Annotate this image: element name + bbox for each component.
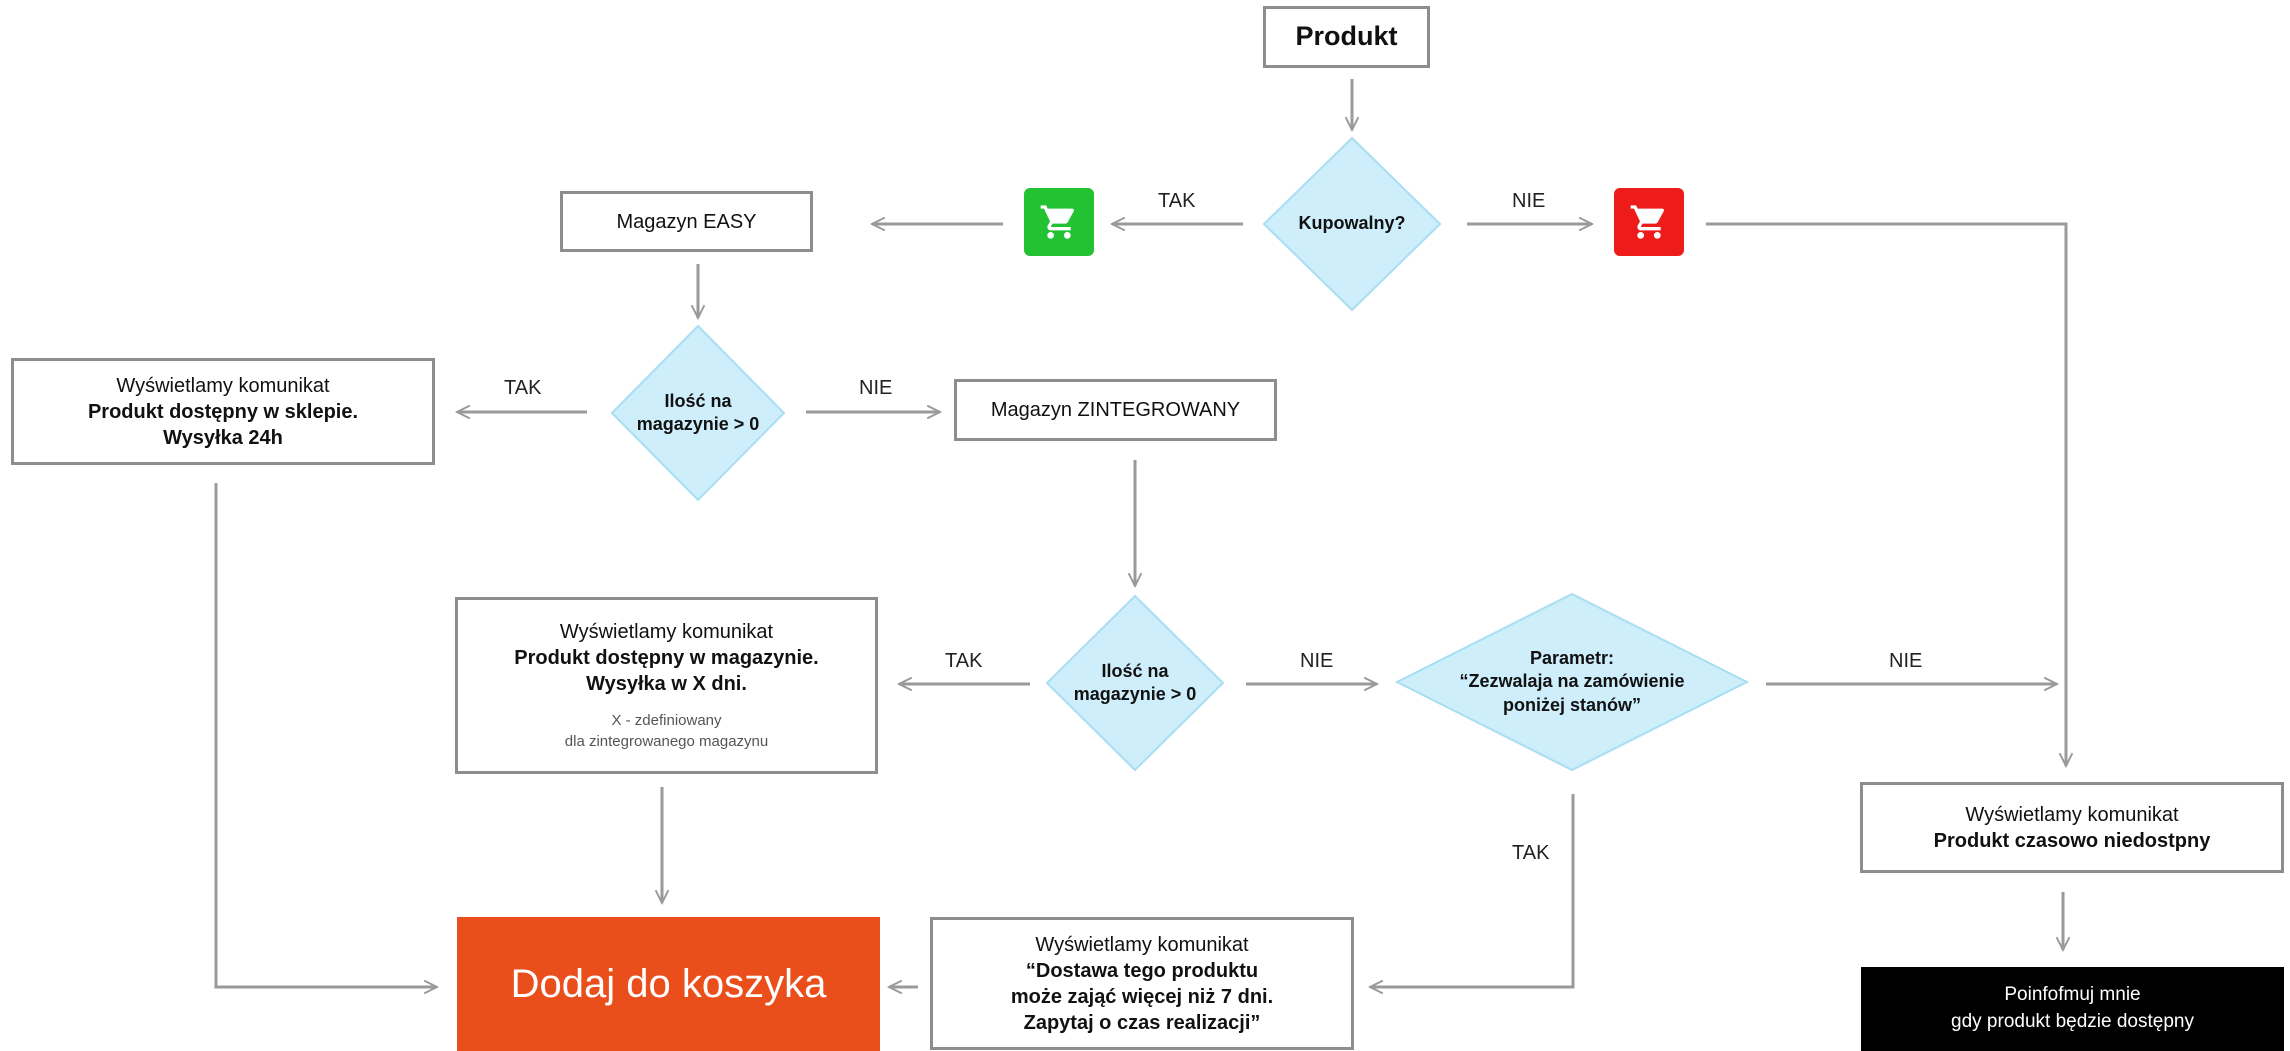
msg-x-line2: Produkt dostępny w magazynie. bbox=[514, 647, 819, 670]
notify-me-button[interactable]: Poinfofmuj mnie gdy produkt będzie dostę… bbox=[1861, 967, 2284, 1051]
node-msg-x-dni: Wyświetlamy komunikat Produkt dostępny w… bbox=[455, 597, 878, 774]
decision-parametr-line1: Parametr: bbox=[1529, 647, 1615, 668]
label-parametr-tak: TAK bbox=[1512, 842, 1550, 864]
decision-ilosc-easy-line2: magazynie > 0 bbox=[636, 414, 760, 434]
node-magazyn-zint-label: Magazyn ZINTEGROWANY bbox=[990, 399, 1241, 421]
label-ilosc1-tak: TAK bbox=[504, 377, 542, 399]
decision-ilosc-zint: Ilość na magazynie > 0 bbox=[1049, 653, 1221, 713]
node-msg-7-dni: Wyświetlamy komunikat “Dostawa tego prod… bbox=[930, 917, 1354, 1050]
shopping-cart-icon bbox=[1040, 205, 1075, 239]
label-kupowalny-nie: NIE bbox=[1512, 190, 1546, 212]
decision-ilosc-easy-line1: Ilość na bbox=[664, 390, 732, 411]
notify-me-line2: gdy produkt będzie dostępny bbox=[1951, 1011, 2194, 1032]
notify-me-line1: Poinfofmuj mnie bbox=[2004, 984, 2141, 1006]
node-msg-niedostepny: Wyświetlamy komunikat Produkt czasowo ni… bbox=[1860, 782, 2284, 873]
msg-x-line3: Wysyłka w X dni. bbox=[586, 673, 747, 696]
msg-24h-line1: Wyświetlamy komunikat bbox=[116, 374, 330, 397]
decision-kupowalny: Kupowalny? bbox=[1274, 204, 1430, 244]
msg-7-line3: może zająć więcej niż 7 dni. bbox=[1010, 985, 1274, 1008]
arrow-cart-niedostepny bbox=[1706, 222, 2066, 766]
node-magazyn-easy: Magazyn EASY bbox=[560, 191, 813, 252]
msg-x-note1: X - zdefiniowany bbox=[611, 712, 722, 730]
decision-parametr-line3: poniżej stanów” bbox=[1502, 694, 1641, 715]
cart-unavailable bbox=[1614, 188, 1684, 256]
decision-ilosc-easy: Ilość na magazynie > 0 bbox=[612, 383, 784, 443]
label-kupowalny-tak: TAK bbox=[1158, 190, 1196, 212]
msg-24h-line2: Produkt dostępny w sklepie. bbox=[87, 400, 359, 423]
msg-niedostepny-line1: Wyświetlamy komunikat bbox=[1965, 803, 2179, 826]
add-to-cart-label: Dodaj do koszyka bbox=[510, 961, 827, 1006]
decision-ilosc-zint-shape bbox=[1045, 594, 1225, 772]
decision-ilosc-zint-line1: Ilość na bbox=[1101, 660, 1169, 681]
node-produkt-label: Produkt bbox=[1295, 21, 1398, 52]
cart-available bbox=[1024, 188, 1094, 256]
arrow-msg24-dodaj bbox=[214, 483, 437, 987]
msg-7-line2: “Dostawa tego produktu bbox=[1025, 959, 1259, 982]
msg-7-line4: Zapytaj o czas realizacji” bbox=[1023, 1011, 1261, 1034]
msg-x-line1: Wyświetlamy komunikat bbox=[559, 621, 774, 644]
decision-parametr-line2: “Zezwalaja na zamówienie bbox=[1459, 671, 1685, 692]
decision-parametr: Parametr: “Zezwalaja na zamówienie poniż… bbox=[1420, 638, 1724, 726]
arrow-parametr-tak bbox=[1370, 794, 1575, 987]
node-msg-24h: Wyświetlamy komunikat Produkt dostępny w… bbox=[11, 358, 435, 465]
decision-ilosc-zint-line2: magazynie > 0 bbox=[1073, 684, 1197, 704]
label-ilosc1-nie: NIE bbox=[859, 377, 893, 399]
node-magazyn-easy-label: Magazyn EASY bbox=[616, 210, 757, 233]
node-produkt: Produkt bbox=[1263, 6, 1430, 68]
decision-kupowalny-shape bbox=[1262, 136, 1442, 312]
node-magazyn-zintegrowany: Magazyn ZINTEGROWANY bbox=[954, 379, 1277, 441]
msg-24h-line3: Wysyłka 24h bbox=[163, 426, 283, 449]
label-parametr-nie: NIE bbox=[1889, 650, 1923, 672]
decision-parametr-shape bbox=[1394, 592, 1750, 772]
msg-7-line1: Wyświetlamy komunikat bbox=[1035, 933, 1249, 956]
decision-kupowalny-label: Kupowalny? bbox=[1298, 213, 1406, 234]
add-to-cart-button[interactable]: Dodaj do koszyka bbox=[457, 917, 880, 1051]
decision-ilosc-easy-shape bbox=[610, 324, 786, 502]
label-ilosc2-nie: NIE bbox=[1300, 650, 1334, 672]
shopping-cart-icon bbox=[1630, 205, 1665, 239]
msg-x-note2: dla zintegrowanego magazynu bbox=[564, 732, 769, 750]
msg-niedostepny-line2: Produkt czasowo niedostpny bbox=[1933, 829, 2211, 852]
label-ilosc2-tak: TAK bbox=[945, 650, 983, 672]
